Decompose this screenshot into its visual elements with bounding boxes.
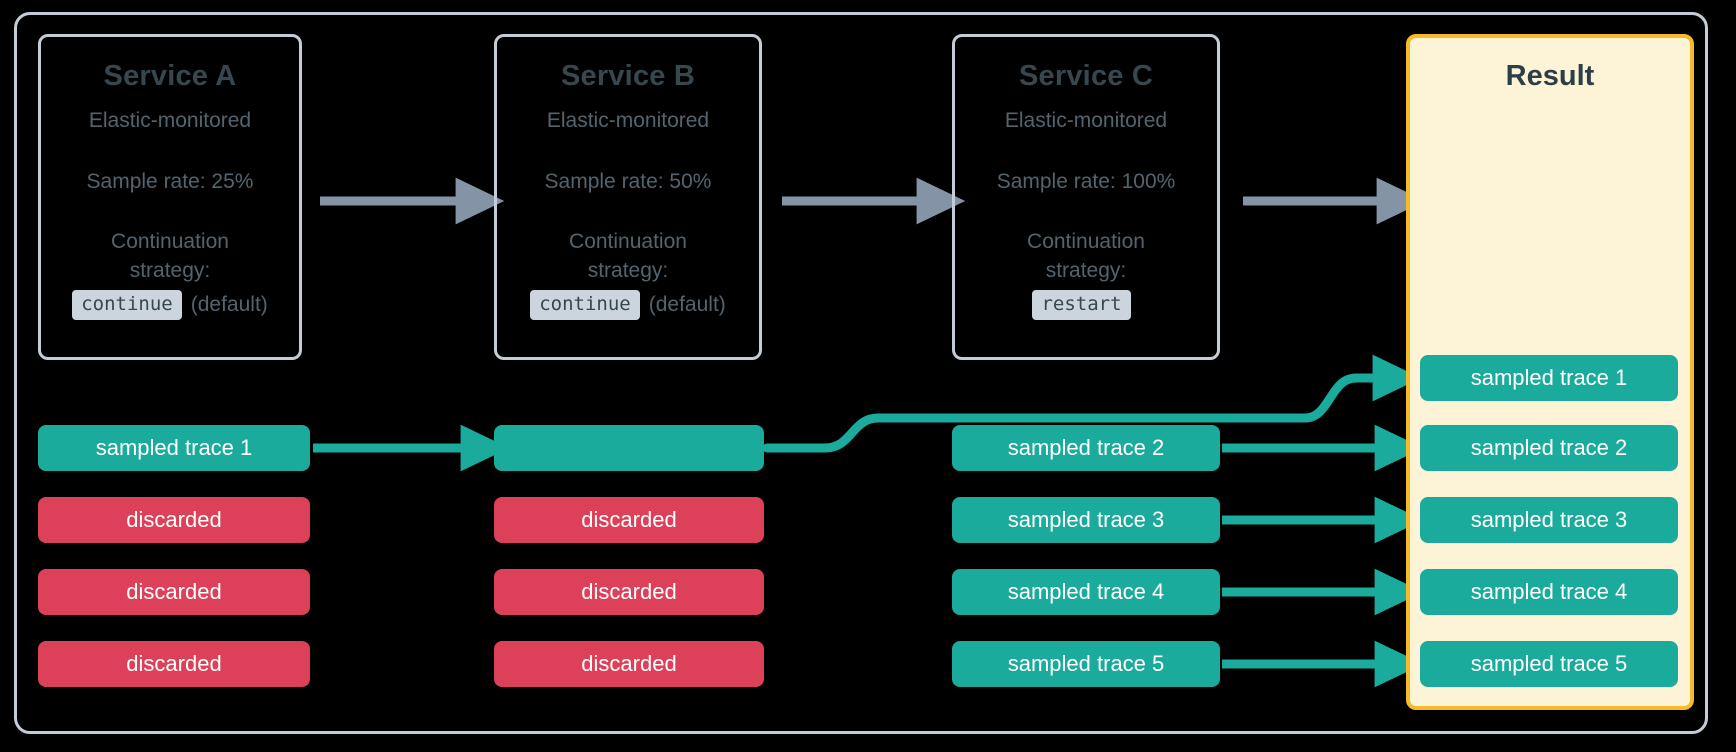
service-a-strategy-line2: strategy: [129,259,211,283]
result-pill-5-label: sampled trace 5 [1470,651,1628,676]
outer-frame [14,12,1708,734]
trace-pill-c-2: sampled trace 3 [952,497,1220,543]
service-a-strategy-line1: Continuation [111,230,229,254]
trace-pill-a-2: discarded [38,497,310,543]
service-card-c: Service C Elastic-monitored Sample rate:… [952,34,1220,360]
service-c-sample-rate: Sample rate: 100% [996,169,1176,193]
trace-pill-a-2-label: discarded [126,507,222,532]
trace-pill-c-1-label: sampled trace 2 [1007,435,1165,460]
service-a-monitored-label: Elastic-monitored [88,108,252,132]
trace-pill-a-1: sampled trace 1 [38,425,310,471]
trace-pill-c-2-label: sampled trace 3 [1007,507,1165,532]
service-c-title: Service C [1019,60,1153,92]
trace-pill-a-3-label: discarded [126,579,222,604]
service-c-monitored-label: Elastic-monitored [1004,108,1168,132]
service-a-sample-rate: Sample rate: 25% [86,169,254,193]
service-a-strategy-label: Continuation strategy: [41,228,299,286]
trace-pill-a-3: discarded [38,569,310,615]
service-c-strategy-line1: Continuation [1027,230,1145,254]
result-pill-5: sampled trace 5 [1420,641,1678,687]
service-card-b: Service B Elastic-monitored Sample rate:… [494,34,762,360]
service-a-strategy-note: (default) [190,293,268,317]
trace-pill-b-1 [494,425,764,471]
result-pill-2: sampled trace 2 [1420,425,1678,471]
trace-pill-a-4: discarded [38,641,310,687]
trace-pill-a-1-label: sampled trace 1 [95,435,253,460]
service-card-a: Service A Elastic-monitored Sample rate:… [38,34,302,360]
service-b-strategy-badge: continue [530,290,640,320]
trace-pill-b-4: discarded [494,641,764,687]
service-a-title: Service A [103,60,237,92]
service-b-monitored-label: Elastic-monitored [546,108,710,132]
service-c-strategy-line2: strategy: [1045,259,1127,283]
trace-pill-c-3: sampled trace 4 [952,569,1220,615]
service-b-strategy-row: continue (default) [497,290,759,320]
trace-pill-b-2: discarded [494,497,764,543]
service-c-strategy-row: restart [955,290,1217,320]
trace-pill-b-2-label: discarded [581,507,677,532]
trace-pill-b-3-label: discarded [581,579,677,604]
trace-pill-c-4: sampled trace 5 [952,641,1220,687]
result-pill-1: sampled trace 1 [1420,355,1678,401]
result-title: Result [1505,60,1595,92]
trace-pill-c-1: sampled trace 2 [952,425,1220,471]
service-a-strategy-row: continue (default) [41,290,299,320]
trace-pill-a-4-label: discarded [126,651,222,676]
service-c-strategy-label: Continuation strategy: [955,228,1217,286]
service-b-strategy-line2: strategy: [587,259,669,283]
result-pill-4-label: sampled trace 4 [1470,579,1628,604]
result-pill-4: sampled trace 4 [1420,569,1678,615]
trace-pill-b-4-label: discarded [581,651,677,676]
service-a-strategy-badge: continue [72,290,182,320]
result-pill-1-label: sampled trace 1 [1470,365,1628,390]
service-b-strategy-note: (default) [648,293,726,317]
trace-pill-c-4-label: sampled trace 5 [1007,651,1165,676]
trace-pill-b-3: discarded [494,569,764,615]
result-pill-2-label: sampled trace 2 [1470,435,1628,460]
service-b-strategy-line1: Continuation [569,230,687,254]
service-b-strategy-label: Continuation strategy: [497,228,759,286]
service-b-sample-rate: Sample rate: 50% [544,169,712,193]
result-pill-3: sampled trace 3 [1420,497,1678,543]
trace-pill-c-3-label: sampled trace 4 [1007,579,1165,604]
service-c-strategy-badge: restart [1032,290,1131,320]
result-pill-3-label: sampled trace 3 [1470,507,1628,532]
service-b-title: Service B [561,60,695,92]
